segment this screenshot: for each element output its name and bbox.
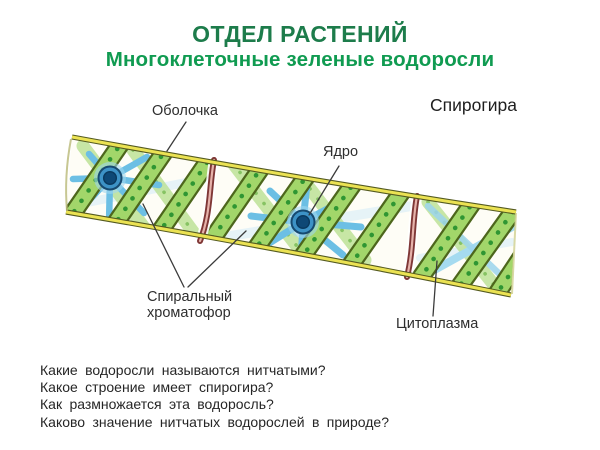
nucleus-cell1 — [94, 162, 126, 194]
organism-name: Спирогира — [430, 95, 517, 115]
label-cytoplasm: Цитоплазма — [396, 316, 479, 332]
nucleus-cell2 — [287, 206, 319, 238]
pointer-nucleus — [308, 165, 340, 216]
pointer-lines — [142, 121, 438, 317]
septum-1 — [195, 155, 219, 246]
septum-2 — [402, 191, 422, 282]
pyrenoid-dots — [66, 139, 516, 295]
filament-left-end — [65, 138, 72, 212]
filament-right-end — [511, 212, 517, 295]
page-title: ОТДЕЛ РАСТЕНИЙ — [192, 21, 408, 47]
page-subtitle: Многоклеточные зеленые водоросли — [105, 48, 495, 71]
pointer-chromatophore-left — [142, 203, 185, 288]
label-membrane: Оболочка — [152, 103, 218, 119]
questions-list: Какие водоросли называются нитчатыми? Ка… — [40, 362, 389, 431]
pointer-cytoplasm — [432, 260, 438, 317]
membrane-bottom — [65, 209, 512, 298]
filament — [65, 134, 517, 298]
question-2: Какое строение имеет спирогира? — [40, 379, 274, 396]
label-nucleus: Ядро — [323, 144, 359, 160]
pointer-membrane — [166, 121, 187, 152]
question-1: Какие водоросли называются нитчатыми? — [40, 362, 326, 378]
pointer-chromatophore-right — [187, 230, 247, 288]
membrane-top — [71, 134, 517, 215]
question-3: Как размножается эта водоросль? — [40, 396, 274, 413]
label-spiral-chromatophore: Спиральный хроматофор — [147, 289, 233, 321]
question-4: Каково значение нитчатых водорослей в пр… — [40, 413, 389, 430]
